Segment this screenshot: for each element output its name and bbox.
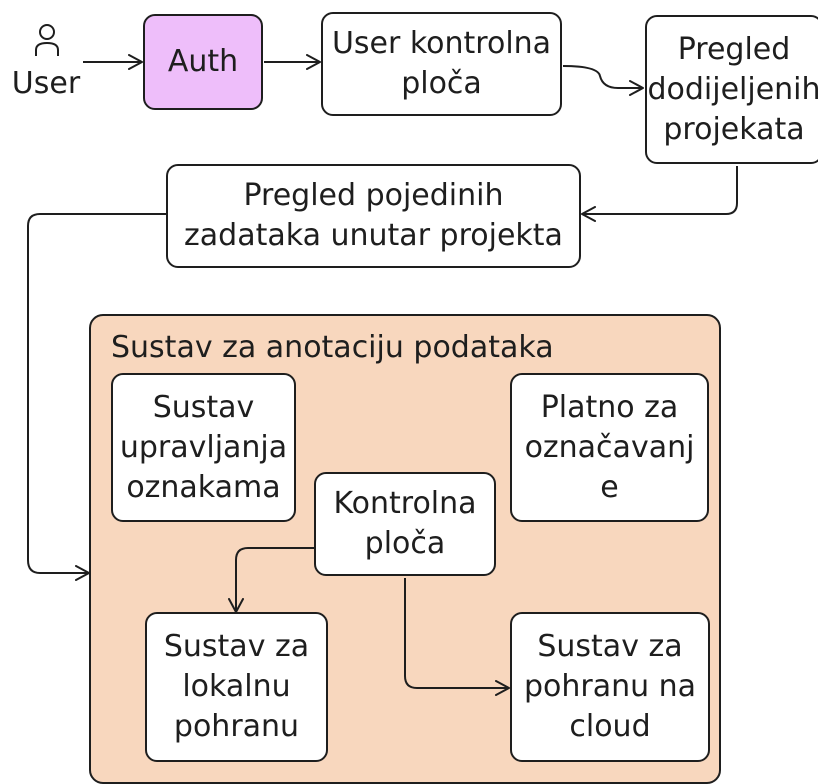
arrow-dashboard-projects: [562, 65, 644, 96]
assigned-projects-node[interactable]: Pregled dodijeljenih projekata: [645, 15, 818, 164]
cloud-storage-node[interactable]: Sustav za pohranu na cloud: [510, 612, 710, 762]
labeling-canvas-node[interactable]: Platno za označavanj e: [510, 373, 709, 522]
local-storage-node-label: Sustav za lokalnu pohranu: [163, 629, 310, 744]
arrow-tasks-annotation: [27, 213, 166, 581]
project-tasks-node-label: Pregled pojedinih zadataka unutar projek…: [184, 178, 563, 253]
arrow-dashboard-cloud: [404, 578, 510, 696]
assigned-projects-node-label: Pregled dodijeljenih projekata: [647, 31, 818, 147]
user-dashboard-node-label: User kontrolna ploča: [331, 26, 552, 101]
label-management-node-label: Sustav upravljanja oznakama: [119, 389, 288, 505]
dashboard-node[interactable]: Kontrolna ploča: [314, 472, 496, 576]
labeling-canvas-node-label: Platno za označavanj e: [524, 389, 695, 505]
dashboard-node-label: Kontrolna ploča: [333, 486, 477, 561]
user-icon: [35, 24, 59, 56]
user-dashboard-node[interactable]: User kontrolna ploča: [321, 12, 562, 116]
arrow-projects-tasks: [581, 166, 738, 222]
annotation-system-title: Sustav za anotaciju podataka: [111, 330, 554, 365]
arrow-dashboard-local: [228, 547, 314, 613]
auth-node-label: Auth: [167, 44, 239, 79]
auth-node[interactable]: Auth: [143, 14, 263, 110]
label-management-node[interactable]: Sustav upravljanja oznakama: [111, 373, 296, 522]
local-storage-node[interactable]: Sustav za lokalnu pohranu: [145, 612, 328, 762]
user-label: User: [11, 66, 81, 101]
cloud-storage-node-label: Sustav za pohranu na cloud: [523, 629, 697, 744]
project-tasks-node[interactable]: Pregled pojedinih zadataka unutar projek…: [166, 164, 581, 268]
